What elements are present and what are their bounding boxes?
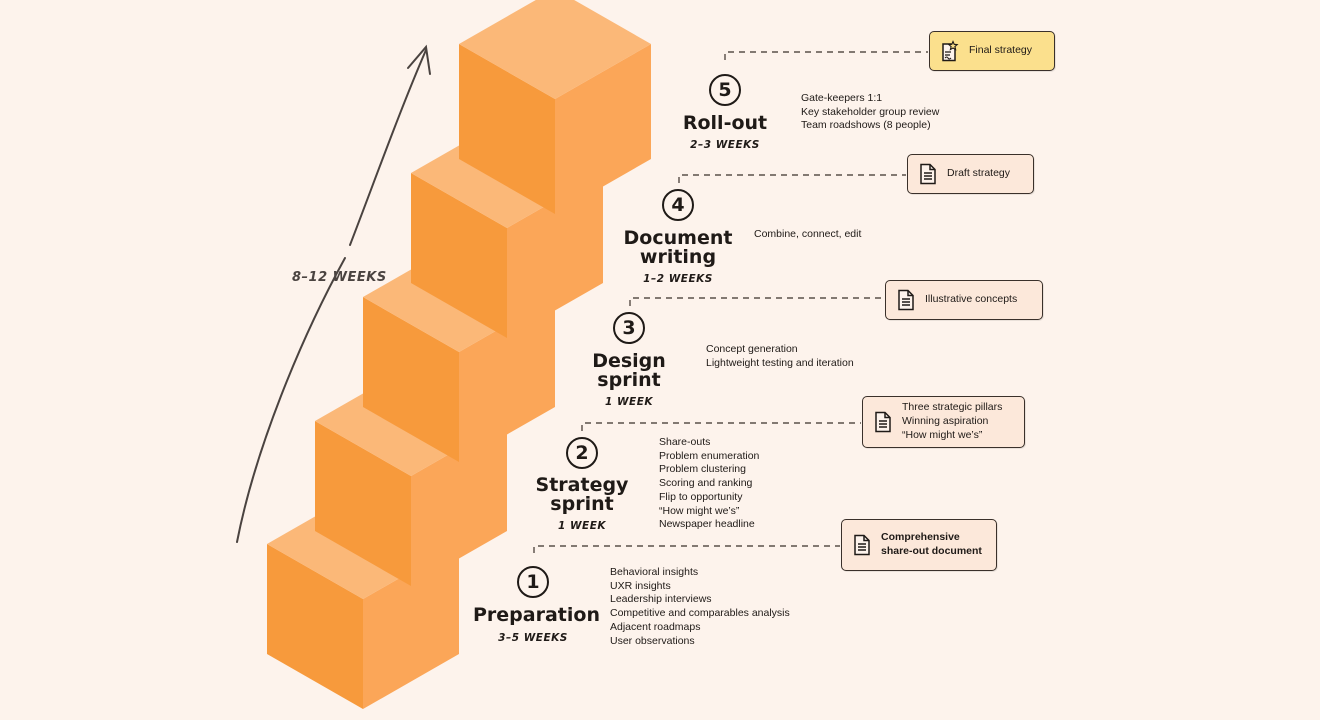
activity-item: Competitive and comparables analysis: [610, 607, 790, 620]
document-icon: [898, 289, 914, 311]
deliverable-line: share-out document: [881, 545, 982, 557]
phase-3-title-line: Design: [592, 350, 666, 372]
phase-1-duration: 3–5 WEEKS: [498, 632, 568, 644]
activity-item: Share-outs: [659, 436, 711, 448]
activity-item: Lightweight testing and iteration: [706, 356, 854, 369]
activity-item: Concept generation: [706, 343, 798, 355]
activity-item: Behavioral insights: [610, 566, 699, 578]
phase-3-duration: 1 WEEK: [604, 396, 654, 408]
phase-5-leader-line: [724, 51, 928, 60]
phase-4-title: Document writing: [613, 229, 743, 267]
phase-5-title-line: Roll-out: [682, 112, 768, 134]
phase-3-number: 3: [613, 312, 645, 344]
activity-item: Key stakeholder group review: [801, 105, 940, 118]
phase-1-number: 1: [517, 566, 549, 598]
phase-4-title-line: Document: [623, 227, 733, 249]
phase-4-number: 4: [662, 189, 694, 221]
step-5-cube-top-face: [459, 0, 651, 99]
phase-4-deliverable-card: Draft strategy: [907, 154, 1034, 194]
step-5-cube-left-face: [459, 44, 555, 214]
phase-1-leader-line: [533, 545, 840, 553]
phase-5-number: 5: [709, 74, 741, 106]
phase-2-title-line: sprint: [550, 493, 614, 515]
phase-2-number: 2: [566, 437, 598, 469]
activity-item: Leadership interviews: [610, 593, 712, 606]
phase-1-deliverable-card: Comprehensive share-out document: [841, 519, 997, 571]
phase-2-leader-line: [581, 422, 861, 431]
growth-arrow: [236, 44, 431, 543]
phase-3-leader-line: [629, 297, 884, 306]
activity-item: Gate-keepers 1:1: [801, 92, 883, 104]
phase-5-deliverable-card: Final strategy: [929, 31, 1055, 71]
deliverable-line: Draft strategy: [947, 167, 1011, 180]
phase-3-deliverable-card: Illustrative concepts: [885, 280, 1043, 320]
deliverable-line: Final strategy: [969, 44, 1033, 57]
phase-3-activities: Concept generation Lightweight testing a…: [706, 343, 854, 370]
activity-item: Flip to opportunity: [659, 490, 743, 503]
phase-3-title-line: sprint: [597, 369, 661, 391]
phase-4-activities: Combine, connect, edit: [754, 228, 861, 242]
phase-2-activities: Share-outs Problem enumeration Problem c…: [659, 436, 759, 532]
activity-item: Newspaper headline: [659, 518, 755, 531]
phase-4-title-line: writing: [639, 246, 717, 268]
activity-item: Scoring and ranking: [659, 477, 753, 490]
phase-1-title-line: Preparation: [473, 604, 600, 626]
step-5-cube-right-face: [555, 44, 651, 214]
deliverable-line: Comprehensive: [881, 531, 960, 544]
document-icon: [854, 534, 870, 556]
phase-2-deliverable-card: Three strategic pillars Winning aspirati…: [862, 396, 1025, 448]
activity-item: UXR insights: [610, 579, 671, 592]
document-icon: [920, 163, 936, 185]
phase-4-duration: 1–2 WEEKS: [643, 273, 713, 285]
phase-2-title: Strategy sprint: [522, 476, 642, 514]
activity-item: Team roadshows (8 people): [801, 119, 931, 132]
deliverable-line: Three strategic pillars: [902, 401, 1003, 414]
activity-item: “How might we’s”: [659, 504, 740, 517]
activity-item: User observations: [610, 634, 695, 647]
deliverable-line: “How might we’s”: [902, 428, 983, 441]
phase-5-duration: 2–3 WEEKS: [690, 139, 760, 151]
phase-5-activities: Gate-keepers 1:1 Key stakeholder group r…: [801, 92, 939, 133]
activity-item: Adjacent roadmaps: [610, 620, 701, 633]
signed-document-icon: [942, 40, 959, 62]
phase-2-title-line: Strategy: [535, 474, 629, 496]
deliverable-line: Winning aspiration: [902, 415, 989, 428]
document-icon: [875, 411, 891, 433]
phase-2-duration: 1 WEEK: [557, 520, 607, 532]
deliverable-line: Illustrative concepts: [925, 293, 1018, 306]
phase-1-activities: Behavioral insights UXR insights Leaders…: [610, 566, 790, 648]
activity-item: Problem clustering: [659, 463, 746, 476]
activity-item: Combine, connect, edit: [754, 228, 862, 240]
phase-4-leader-line: [678, 174, 906, 183]
phase-5-title: Roll-out: [665, 114, 785, 133]
phase-3-title: Design sprint: [569, 352, 689, 390]
total-duration-label: 8–12 WEEKS: [292, 270, 387, 285]
activity-item: Problem enumeration: [659, 449, 760, 462]
phase-1-title: Preparation: [473, 604, 600, 626]
